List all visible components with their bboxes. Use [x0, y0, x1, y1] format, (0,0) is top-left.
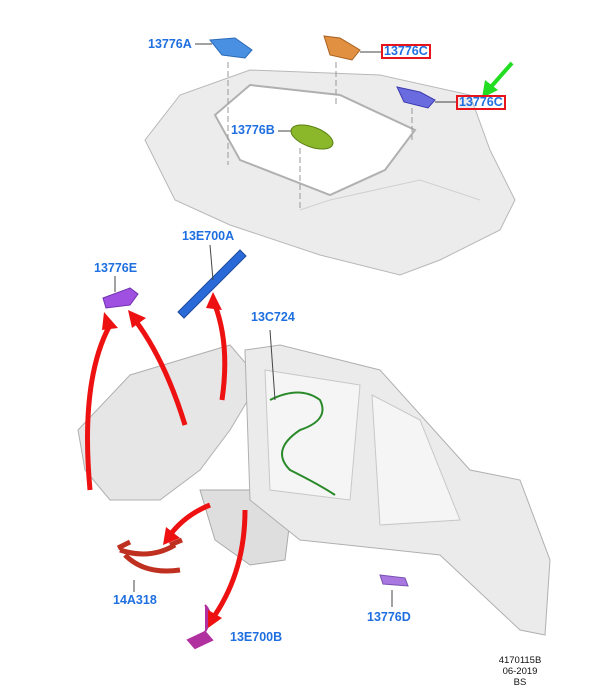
- illustration-metadata: 4170115B 06-2019 BS: [490, 655, 550, 688]
- illustration-initials: BS: [513, 677, 527, 688]
- part-13776C-orange: [323, 35, 361, 61]
- illustration-date: 06-2019: [502, 666, 538, 677]
- callout-13E700B: 13E700B: [230, 630, 283, 644]
- part-13776B: [290, 124, 334, 150]
- part-13776C-purple: [396, 86, 436, 109]
- callout-13E700A: 13E700A: [182, 229, 235, 243]
- callout-13776D: 13776D: [367, 610, 411, 624]
- callout-13776A: 13776A: [148, 37, 192, 51]
- illustration-code: 4170115B: [498, 655, 542, 666]
- part-13E700A: [177, 249, 247, 319]
- part-13776D: [379, 574, 409, 587]
- part-14A318: [116, 537, 183, 574]
- instrument-panel: [77, 344, 261, 501]
- part-13776A: [209, 37, 253, 59]
- callout-13776C-highlighted: 13776C: [381, 44, 431, 59]
- green-arrow-icon: [482, 61, 514, 98]
- part-13C724-harness: [269, 391, 336, 496]
- callout-13C724: 13C724: [251, 310, 295, 324]
- callout-14A318: 14A318: [113, 593, 157, 607]
- callout-13776B: 13776B: [231, 123, 275, 137]
- callout-13776C-highlighted-pointer: 13776C: [456, 95, 506, 110]
- part-13776E: [102, 287, 139, 309]
- callout-13776E: 13776E: [94, 261, 138, 275]
- red-arrows: [85, 304, 248, 617]
